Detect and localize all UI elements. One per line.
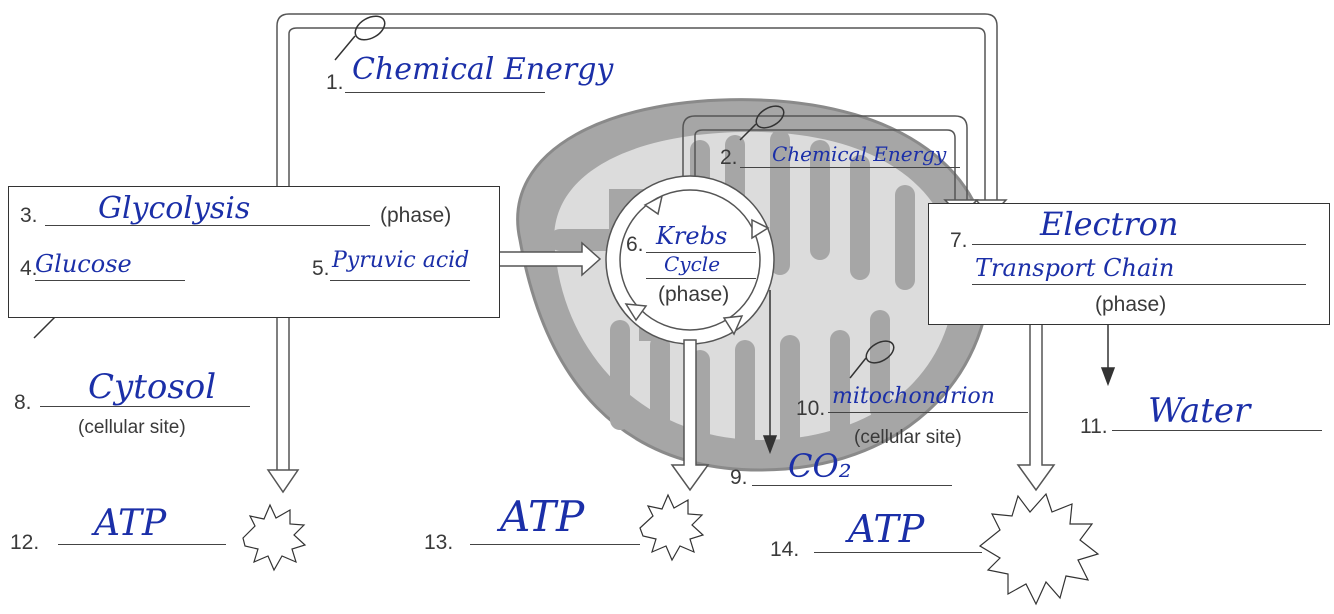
label-12: 12. (10, 531, 40, 554)
blank-7a (972, 244, 1306, 245)
label-7: 7. (950, 229, 968, 252)
label-9: 9. (730, 466, 748, 489)
answer-9: CO₂ (788, 447, 852, 485)
phase-label-3: (phase) (380, 204, 452, 227)
starburst-large (978, 492, 1100, 606)
electron-transport-box (928, 203, 1330, 325)
answer-3: Glycolysis (98, 191, 251, 226)
label-14: 14. (770, 538, 800, 561)
answer-6-line-1: Krebs (656, 222, 728, 250)
starbursts (242, 492, 1100, 606)
blank-2 (740, 167, 960, 168)
starburst-small-1 (242, 503, 307, 572)
blank-1 (345, 92, 545, 93)
starburst-small-2 (639, 493, 705, 562)
label-10: 10. (796, 397, 826, 420)
label-1: 1. (326, 71, 344, 94)
label-6: 6. (626, 233, 644, 256)
site-label-8: (cellular site) (78, 417, 186, 438)
phase-label-6: (phase) (658, 283, 730, 306)
krebs-cycle-ring (605, 175, 775, 345)
answer-2: Chemical Energy (772, 142, 947, 166)
answer-8: Cytosol (88, 367, 217, 407)
label-3: 3. (20, 204, 38, 227)
atp-arrows (670, 319, 1056, 492)
blank-12 (58, 544, 226, 545)
answer-10: mitochondrion (832, 384, 995, 409)
answer-6-line-2: Cycle (664, 252, 721, 276)
answer-7-line-2: Transport Chain (975, 254, 1175, 282)
label-13: 13. (424, 531, 454, 554)
blank-10 (828, 412, 1028, 413)
answer-4: Glucose (35, 250, 132, 278)
glycolysis-box (8, 186, 500, 318)
answer-14: ATP (848, 507, 925, 551)
answer-12: ATP (94, 503, 167, 544)
answer-11: Water (1148, 391, 1251, 431)
answer-7-line-1: Electron (1040, 205, 1179, 243)
answer-5: Pyruvic acid (332, 248, 470, 273)
blank-13 (470, 544, 640, 545)
label-2: 2. (720, 146, 738, 169)
phase-label-7: (phase) (1095, 293, 1167, 316)
label-5: 5. (312, 257, 330, 280)
blank-3 (45, 225, 370, 226)
blank-9 (752, 485, 952, 486)
blank-11 (1112, 430, 1322, 431)
thin-arrows (762, 290, 1116, 455)
blank-5 (330, 280, 470, 281)
label-11: 11. (1080, 415, 1108, 438)
blank-6a (646, 252, 756, 253)
answer-1: Chemical Energy (352, 52, 614, 87)
blank-8 (40, 406, 250, 407)
site-label-10: (cellular site) (854, 427, 962, 448)
blank-14 (814, 552, 982, 553)
label-4: 4. (20, 257, 38, 280)
answer-13: ATP (500, 492, 585, 541)
blank-7b (972, 284, 1306, 285)
label-8: 8. (14, 391, 32, 414)
blank-4 (35, 280, 185, 281)
blank-6b (646, 278, 756, 279)
